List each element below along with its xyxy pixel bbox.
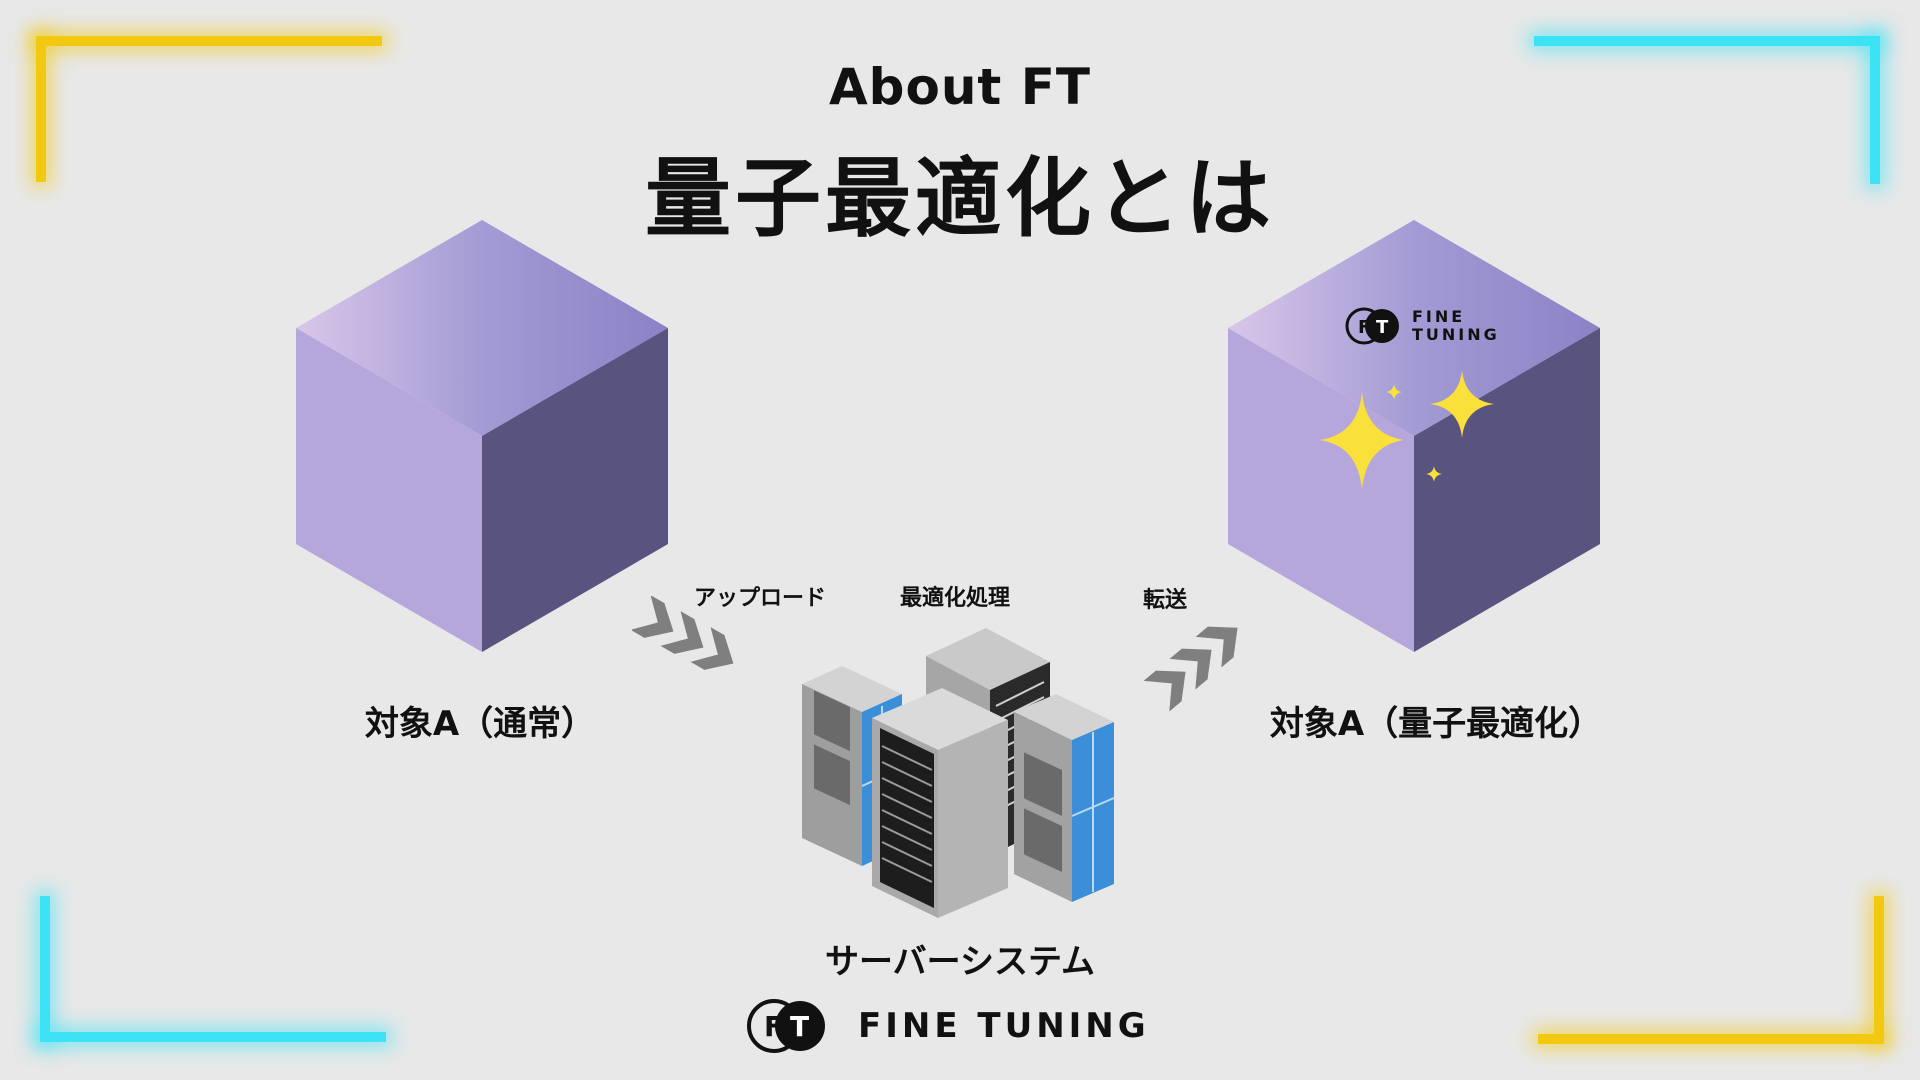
object-label-normal: 対象A（通常） [364, 704, 596, 744]
page-title: 量子最適化とは [645, 149, 1275, 249]
cube-left [296, 220, 668, 652]
gradient-connector-line [816, 440, 1104, 448]
server-system-label: サーバーシステム [825, 942, 1095, 982]
cube-logo: F T FINE TUNING [1344, 306, 1500, 346]
upload-chevrons-icon [632, 596, 734, 670]
corner-bottom-right-vertical [1874, 896, 1884, 1042]
cube-right-left-face [1228, 328, 1414, 652]
corner-bottom-right-horizontal [1538, 1034, 1884, 1044]
server-tower-front [872, 688, 1008, 918]
step-label-process: 最適化処理 [899, 586, 1010, 611]
corner-top-left-horizontal [36, 36, 382, 46]
sparkle-icon [1320, 370, 1494, 490]
corner-bottom-left-vertical [40, 896, 50, 1042]
object-label-optimized: 対象A（量子最適化） [1269, 704, 1603, 744]
footer-logo-text: FINE TUNING [858, 1006, 1150, 1046]
step-label-upload: アップロード [693, 586, 826, 611]
corner-top-left-vertical [36, 36, 46, 182]
cube-left-right-face [482, 328, 668, 652]
step-label-transfer: 転送 [1142, 588, 1187, 613]
cube-left-left-face [296, 328, 482, 652]
server-tower-right [1014, 694, 1115, 902]
sparkle-medium-icon [1430, 370, 1494, 438]
corner-top-right-horizontal [1534, 36, 1880, 46]
transfer-chevrons-icon [1143, 626, 1238, 712]
footer-logo: F T FINE TUNING [744, 996, 1150, 1056]
cube-right [1228, 220, 1600, 652]
sparkle-large-icon [1320, 392, 1404, 490]
corner-top-right-vertical [1870, 36, 1880, 184]
fine-tuning-footer-logo-mark-icon: F T [747, 999, 825, 1053]
sparkle-small-top-icon [1386, 384, 1402, 400]
cube-logo-text-line2: TUNING [1412, 325, 1500, 344]
cube-logo-text-line1: FINE [1412, 307, 1466, 326]
page-subtitle: About FT [828, 58, 1091, 116]
server-system-illustration [802, 628, 1115, 918]
svg-text:F: F [764, 1010, 783, 1043]
sparkle-small-bottom-icon [1426, 466, 1442, 482]
svg-text:T: T [1376, 317, 1389, 338]
svg-text:T: T [790, 1010, 809, 1043]
fine-tuning-logo-mark-icon: F T [1345, 307, 1399, 345]
svg-text:F: F [1358, 317, 1370, 338]
corner-bottom-left-horizontal [40, 1032, 386, 1042]
